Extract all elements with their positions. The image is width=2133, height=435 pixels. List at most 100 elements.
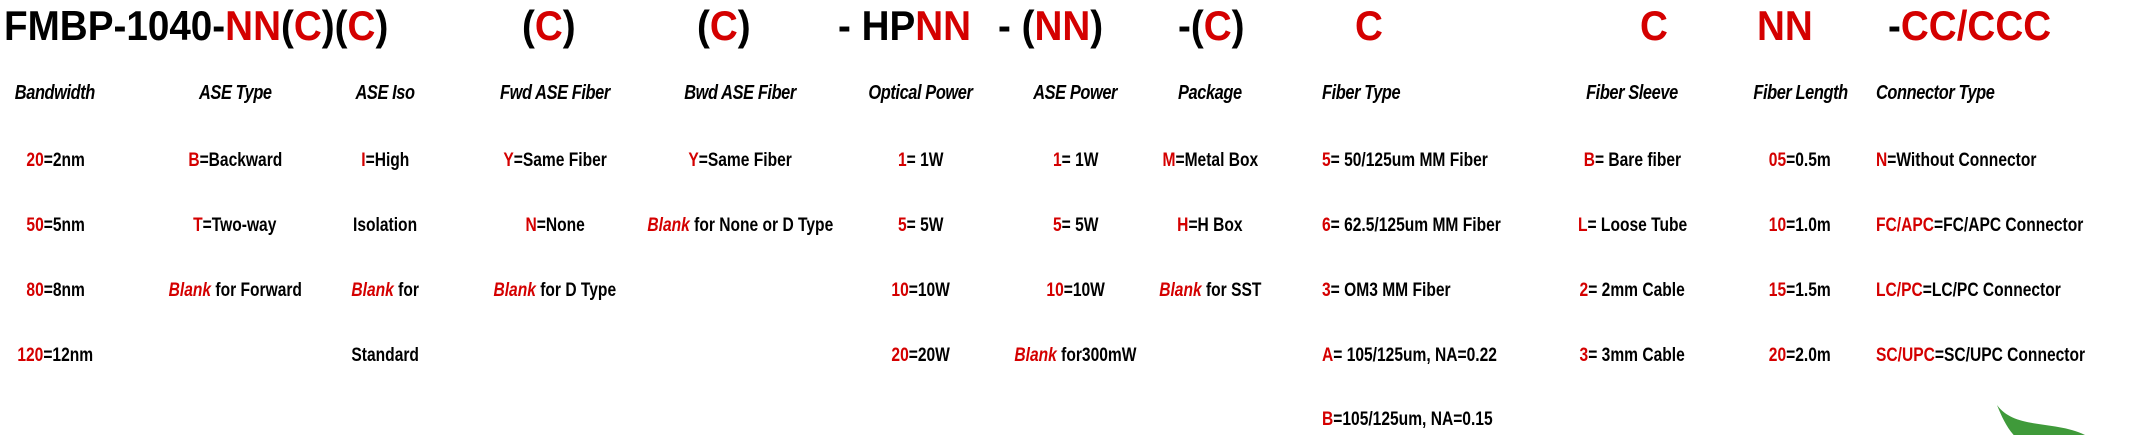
option-code: B bbox=[187, 150, 200, 171]
option-code: Blank bbox=[351, 280, 394, 301]
title-segment: C bbox=[1355, 2, 1383, 49]
option-item: 120=12nm bbox=[17, 345, 93, 367]
option-item: 20=2nm bbox=[26, 150, 84, 172]
column-header: Fiber Length bbox=[1752, 82, 1848, 104]
title-segment: ( bbox=[280, 2, 294, 49]
option-description: for bbox=[393, 280, 419, 301]
title-segment: C bbox=[1640, 2, 1668, 49]
title-segment: ) bbox=[1090, 2, 1104, 49]
option-code: 120 bbox=[17, 345, 44, 366]
option-code: FC/APC bbox=[1876, 215, 1935, 236]
option-description: =Two-way bbox=[202, 215, 277, 236]
option-description: = 5W bbox=[906, 215, 943, 236]
option-code: 10 bbox=[890, 280, 909, 301]
title-segment: -( bbox=[1178, 2, 1204, 49]
option-code: 15 bbox=[1768, 280, 1787, 301]
option-description: =Metal Box bbox=[1174, 150, 1258, 171]
column-header: Fiber Type bbox=[1322, 82, 1401, 104]
option-item: 10=1.0m bbox=[1769, 215, 1831, 237]
option-item: 5= 5W bbox=[1052, 215, 1097, 237]
option-description: =FC/APC Connector bbox=[1934, 215, 2084, 236]
title-segment: ) bbox=[375, 2, 389, 49]
option-item: Blank for bbox=[351, 280, 419, 302]
option-description: =5nm bbox=[43, 215, 85, 236]
option-code: 20 bbox=[890, 345, 909, 366]
option-description: =None bbox=[536, 215, 585, 236]
title-code-group: (C) bbox=[697, 2, 751, 50]
option-description: =1.5m bbox=[1786, 280, 1831, 301]
option-item: M=Metal Box bbox=[1162, 150, 1258, 172]
option-code: 05 bbox=[1768, 150, 1787, 171]
option-code: Y bbox=[503, 150, 514, 171]
option-code: 50 bbox=[25, 215, 44, 236]
option-description: =105/125um, NA=0.15 bbox=[1333, 409, 1493, 430]
option-item: 50=5nm bbox=[26, 215, 84, 237]
option-item: H=H Box bbox=[1177, 215, 1242, 237]
option-code: 3 bbox=[1322, 280, 1331, 301]
option-description: = 1W bbox=[1061, 150, 1098, 171]
option-description: for300mW bbox=[1056, 345, 1136, 366]
option-description: =2nm bbox=[43, 150, 85, 171]
title-code-group: -CC/CCC bbox=[1888, 2, 2051, 50]
option-description: = 5W bbox=[1061, 215, 1098, 236]
title-code-group: C bbox=[1640, 2, 1668, 50]
option-code: SC/UPC bbox=[1876, 345, 1935, 366]
option-description: = 3mm Cable bbox=[1588, 345, 1685, 366]
option-item: 20=2.0m bbox=[1769, 345, 1831, 367]
option-description: Isolation bbox=[353, 215, 418, 236]
option-item: 2= 2mm Cable bbox=[1580, 280, 1685, 302]
option-item: 20=20W bbox=[891, 345, 949, 367]
option-code: 80 bbox=[25, 280, 44, 301]
title-code-group: -(C) bbox=[1178, 2, 1245, 50]
option-code: I bbox=[360, 150, 366, 171]
green-leaf-icon bbox=[1997, 405, 2085, 435]
title-segment: NN bbox=[915, 2, 972, 49]
option-code: 1 bbox=[1052, 150, 1062, 171]
option-description: =H Box bbox=[1188, 215, 1243, 236]
column-header: Package bbox=[1177, 82, 1242, 104]
option-item: 1= 1W bbox=[897, 150, 942, 172]
option-description: =Backward bbox=[199, 150, 282, 171]
column-header: ASE Power bbox=[1033, 82, 1118, 104]
option-code: B bbox=[1322, 409, 1334, 430]
title-segment: - HP bbox=[838, 2, 916, 49]
title-segment: ) bbox=[737, 2, 751, 49]
option-code: B bbox=[1583, 150, 1595, 171]
option-item: 1= 1W bbox=[1052, 150, 1097, 172]
option-description: for Forward bbox=[210, 280, 302, 301]
column-header: ASE Type bbox=[198, 82, 272, 104]
option-item: 80=8nm bbox=[26, 280, 84, 302]
option-item: 3= OM3 MM Fiber bbox=[1322, 280, 1451, 302]
option-code: N bbox=[525, 215, 537, 236]
title-base-code: FMBP-1040-NN(C)(C) bbox=[4, 2, 388, 50]
option-item: I=High bbox=[361, 150, 409, 172]
title-code-group: (C) bbox=[522, 2, 576, 50]
option-item: SC/UPC=SC/UPC Connector bbox=[1876, 345, 2085, 367]
option-code: 10 bbox=[1045, 280, 1064, 301]
option-code: 10 bbox=[1768, 215, 1787, 236]
option-description: =10W bbox=[1063, 280, 1105, 301]
option-code: 6 bbox=[1322, 215, 1331, 236]
option-item: A= 105/125um, NA=0.22 bbox=[1322, 345, 1497, 367]
option-item: Blank for D Type bbox=[493, 280, 616, 302]
option-item: N=Without Connector bbox=[1876, 150, 2036, 172]
option-code: H bbox=[1177, 215, 1189, 236]
title-code-group: NN bbox=[1757, 2, 1813, 50]
option-description: = 2mm Cable bbox=[1588, 280, 1685, 301]
option-description: = 1W bbox=[906, 150, 943, 171]
option-item: T=Two-way bbox=[193, 215, 276, 237]
column-header: Fiber Sleeve bbox=[1586, 82, 1678, 104]
option-item: Blank for SST bbox=[1159, 280, 1261, 302]
option-code: A bbox=[1322, 345, 1334, 366]
column-header: Fwd ASE Fiber bbox=[500, 82, 610, 104]
option-description: = Loose Tube bbox=[1587, 215, 1687, 236]
option-description: =Same Fiber bbox=[698, 150, 792, 171]
option-item: FC/APC=FC/APC Connector bbox=[1876, 215, 2083, 237]
option-description: =0.5m bbox=[1786, 150, 1831, 171]
option-description: =High bbox=[365, 150, 409, 171]
option-description: for D Type bbox=[535, 280, 617, 301]
option-code: 5 bbox=[1322, 150, 1331, 171]
option-code: M bbox=[1162, 150, 1175, 171]
column-header: ASE Iso bbox=[355, 82, 415, 104]
